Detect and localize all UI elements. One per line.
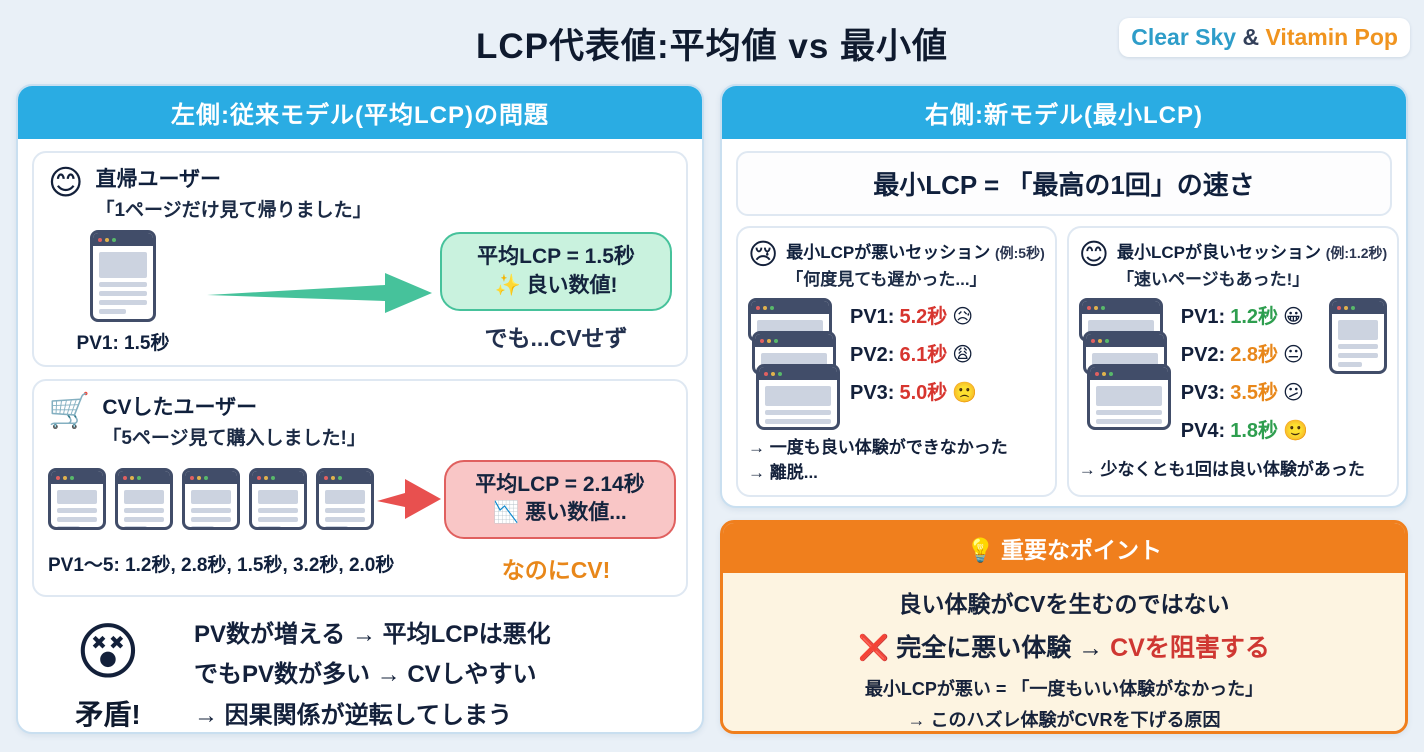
frown-emoji-icon: 🙁 xyxy=(952,382,978,404)
page-header: LCP代表値:平均値 vs 最小値 Clear Sky & Vitamin Po… xyxy=(0,0,1424,84)
weary-emoji-icon: 😩 xyxy=(952,344,974,366)
pv-row: PV3:5.0秒🙁 xyxy=(850,382,978,404)
cv-user-head: 🛒 CVしたユーザー 「5ページ見て購入しました!」 xyxy=(48,391,672,450)
neutral-emoji-icon: 😐 xyxy=(1283,344,1304,366)
good-session-example: (例:1.2秒) xyxy=(1325,245,1388,261)
smile-emoji-icon: 😊 xyxy=(1078,239,1109,271)
bad-session-title: 最小LCPが悪いセッション (例:5秒) xyxy=(786,243,1045,262)
contradiction-section: 😵 矛盾! PV数が増える → 平均LCPは悪化 でもPV数が多い → CVしや… xyxy=(18,597,702,732)
pv-row: PV2:2.8秒😐 xyxy=(1180,344,1304,366)
page-title: LCP代表値:平均値 vs 最小値 xyxy=(475,27,949,66)
bounce-user-quote: 「1ページだけ見て帰りました」 xyxy=(95,200,372,221)
bad-session-card: 😢 最小LCPが悪いセッション (例:5秒) 「何度見ても遅かった...」 xyxy=(736,226,1057,498)
cv-user-card: 🛒 CVしたユーザー 「5ページ見て購入しました!」 xyxy=(32,379,688,597)
bounce-user-title: 直帰ユーザー xyxy=(95,168,222,191)
key-point-line-1: 良い体験がCVを生むのではない xyxy=(898,591,1230,617)
right-panel: 右側:新モデル(最小LCP) 最小LCP = 「最高の1回」の速さ 😢 最小LC… xyxy=(720,84,1408,508)
stacked-browsers-icon xyxy=(1078,298,1171,430)
contradiction-line-1: PV数が増える → 平均LCPは悪化 xyxy=(194,620,551,648)
pv-caption: PV1: 1.5秒 xyxy=(76,333,170,354)
main-content: 左側:従来モデル(平均LCP)の問題 😊 直帰ユーザー 「1ページだけ見て帰りま… xyxy=(0,84,1424,734)
pv-row: PV4:1.8秒🙂 xyxy=(1180,420,1308,442)
browser-icon xyxy=(1329,298,1388,374)
key-point-line-2: ❌ 完全に悪い体験 → CVを阻害する xyxy=(731,628,1397,664)
contradiction-line-3: → 因果関係が逆転してしまう xyxy=(194,702,512,730)
contradiction-label: 矛盾! xyxy=(75,698,141,730)
session-cards: 😢 最小LCPが悪いセッション (例:5秒) 「何度見ても遅かった...」 xyxy=(736,226,1400,498)
browser-icon xyxy=(115,468,173,531)
cv-user-footer: PV1〜5: 1.2秒, 2.8秒, 1.5秒, 3.2秒, 2.0秒 なのにC… xyxy=(48,543,672,585)
brand-badge: Clear Sky & Vitamin Pop xyxy=(1119,18,1410,57)
key-point-body: 良い体験がCVを生むのではない ❌ 完全に悪い体験 → CVを阻害する 最小LC… xyxy=(723,573,1405,731)
bounce-user-flow: PV1: 1.5秒 平均LCP = 1.5秒 ✨ 良い数値! でも...CVせず xyxy=(48,230,672,355)
green-arrow-icon xyxy=(198,265,440,321)
brand-ampersand: & xyxy=(1242,24,1260,50)
key-point-header: 💡 重要なポイント xyxy=(723,523,1405,573)
no-cv-note: でも...CVせず xyxy=(484,324,628,351)
five-browsers xyxy=(48,468,374,531)
key-point-line-3: 最小LCPが悪い = 「一度もいい体験がなかった」 xyxy=(864,679,1264,699)
browser-icon xyxy=(90,230,156,322)
average-lcp-bad-box: 平均LCP = 2.14秒 📉 悪い数値... xyxy=(444,460,676,539)
dizzy-emoji-icon: 😵 xyxy=(75,617,141,687)
slight-smile-emoji-icon: 🙂 xyxy=(1283,420,1308,442)
cv-user-flow: 平均LCP = 2.14秒 📉 悪い数値... xyxy=(48,460,676,539)
bad-session-pv-list: PV1:5.2秒😥 PV2:6.1秒😩 PV3:5.0秒🙁 xyxy=(850,298,977,430)
cart-emoji-icon: 🛒 xyxy=(48,392,91,430)
left-panel: 左側:従来モデル(平均LCP)の問題 😊 直帰ユーザー 「1ページだけ見て帰りま… xyxy=(16,84,704,734)
average-lcp-good-value: 平均LCP = 1.5秒 xyxy=(477,245,635,269)
average-lcp-good-box: 平均LCP = 1.5秒 ✨ 良い数値! xyxy=(440,232,672,311)
brand-clear-sky: Clear Sky xyxy=(1131,24,1237,50)
cross-mark-icon: ❌ 完全に悪い体験 → xyxy=(858,634,1111,662)
pv-row: PV2:6.1秒😩 xyxy=(850,344,974,366)
sad-emoji-icon: 😥 xyxy=(952,306,974,328)
browser-icon xyxy=(249,468,307,531)
good-session-quote: 「速いページもあった!」 xyxy=(1116,270,1310,289)
bounce-user-head: 😊 直帰ユーザー 「1ページだけ見て帰りました」 xyxy=(48,163,672,222)
browser-icon xyxy=(182,468,240,531)
right-column: 右側:新モデル(最小LCP) 最小LCP = 「最高の1回」の速さ 😢 最小LC… xyxy=(720,84,1408,734)
good-session-pv-list: PV1:1.2秒😀 PV2:2.8秒😐 PV3:3.5秒😕 PV4:1.8秒🙂 xyxy=(1181,298,1308,452)
right-panel-header: 右側:新モデル(最小LCP) xyxy=(722,86,1406,139)
crying-emoji-icon: 😢 xyxy=(748,239,779,271)
key-point-highlight: CVを阻害する xyxy=(1110,634,1270,662)
browser-icon xyxy=(48,468,106,531)
key-point-box: 💡 重要なポイント 良い体験がCVを生むのではない ❌ 完全に悪い体験 → CV… xyxy=(720,520,1408,734)
bad-session-note-1: → 一度も良い体験ができなかった xyxy=(748,438,1008,457)
but-cv-note: なのにCV! xyxy=(501,556,611,583)
good-session-title: 最小LCPが良いセッション (例:1.2秒) xyxy=(1116,243,1388,262)
pv-list-caption: PV1〜5: 1.2秒, 2.8秒, 1.5秒, 3.2秒, 2.0秒 xyxy=(48,555,395,577)
bad-session-note-2: → 離脱... xyxy=(748,462,818,482)
cv-user-title: CVしたユーザー xyxy=(102,396,258,419)
bad-session-example: (例:5秒) xyxy=(994,245,1045,261)
pv-row: PV3:3.5秒😕 xyxy=(1180,382,1304,404)
good-session-notes: → 少なくとも1回は良い体験があった xyxy=(1079,458,1387,483)
cv-user-quote: 「5ページ見て購入しました!」 xyxy=(102,428,366,449)
key-point-line-4: → このハズレ体験がCVRを下げる原因 xyxy=(907,710,1221,730)
browser-icon xyxy=(316,468,374,531)
grin-emoji-icon: 😀 xyxy=(1283,306,1304,328)
stacked-browsers-icon xyxy=(748,298,840,430)
good-session-card: 😊 最小LCPが良いセッション (例:1.2秒) 「速いページもあった!」 xyxy=(1066,226,1400,498)
left-panel-header: 左側:従来モデル(平均LCP)の問題 xyxy=(18,86,702,139)
bad-session-notes: → 一度も良い体験ができなかった → 離脱... xyxy=(748,436,1045,485)
contradiction-line-2: でもPV数が多い → CVしやすい xyxy=(194,661,537,689)
average-lcp-good-verdict: ✨ 良い数値! xyxy=(494,273,618,297)
bad-session-quote: 「何度見ても遅かった...」 xyxy=(786,270,987,289)
average-lcp-bad-verdict: 📉 悪い数値... xyxy=(493,501,627,525)
bounce-user-card: 😊 直帰ユーザー 「1ページだけ見て帰りました」 PV1: 1.5秒 xyxy=(32,151,688,367)
average-lcp-bad-value: 平均LCP = 2.14秒 xyxy=(475,473,645,496)
min-lcp-definition: 最小LCP = 「最高の1回」の速さ xyxy=(736,151,1392,216)
confused-emoji-icon: 😕 xyxy=(1283,382,1304,404)
pv-row: PV1:5.2秒😥 xyxy=(850,306,974,328)
red-arrow-icon xyxy=(374,473,444,525)
pv-row: PV1:1.2秒😀 xyxy=(1180,306,1304,328)
contradiction-lines: PV数が増える → 平均LCPは悪化 でもPV数が多い → CVしやすい → 因… xyxy=(194,615,551,732)
good-session-note-1: → 少なくとも1回は良い体験があった xyxy=(1078,460,1365,479)
brand-vitamin-pop: Vitamin Pop xyxy=(1265,24,1399,50)
smile-emoji-icon: 😊 xyxy=(48,164,84,202)
